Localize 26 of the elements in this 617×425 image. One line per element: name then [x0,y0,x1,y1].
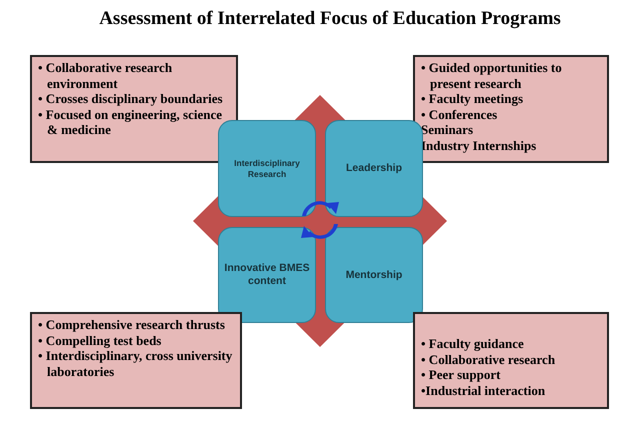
list-item: • Comprehensive research thrusts [38,317,226,332]
tile-label: Interdisciplinary Research [233,158,301,179]
tile-label: Mentorship [346,268,402,282]
list-item: Seminars [421,122,474,138]
list-item: • Crosses disciplinary boundaries [38,91,224,106]
list-item: • Guided opportunities to present research [421,60,563,91]
list-item: Industry Internships [421,138,538,153]
list-item: • Compelling test beds [38,332,162,348]
list-item: • Faculty meetings [421,91,524,106]
list-item: •Industrial interaction [421,382,546,398]
tile-label: Leadership [346,162,402,175]
list-item: • Collaborative research [421,352,556,367]
focus-tile [325,227,423,323]
focus-tile [325,120,423,217]
list-item: • Peer support [421,367,502,382]
list-item: • Faculty guidance [421,336,525,352]
list-item: • Conferences [421,106,498,122]
bullet-list-box [30,312,242,409]
list-item: • Focused on engineering, science & medicine [38,106,224,138]
focus-tile [218,120,316,217]
title: Assessment of Interrelated Focus of Education Programs [98,8,562,30]
tile-label: Innovative BMES content [223,262,311,288]
list-item: • Collaborative research environment [38,60,174,91]
list-item: • Interdisciplinary, cross university laboratories [38,348,234,379]
bullet-list-box [413,312,609,409]
bullet-list-box [413,55,609,163]
